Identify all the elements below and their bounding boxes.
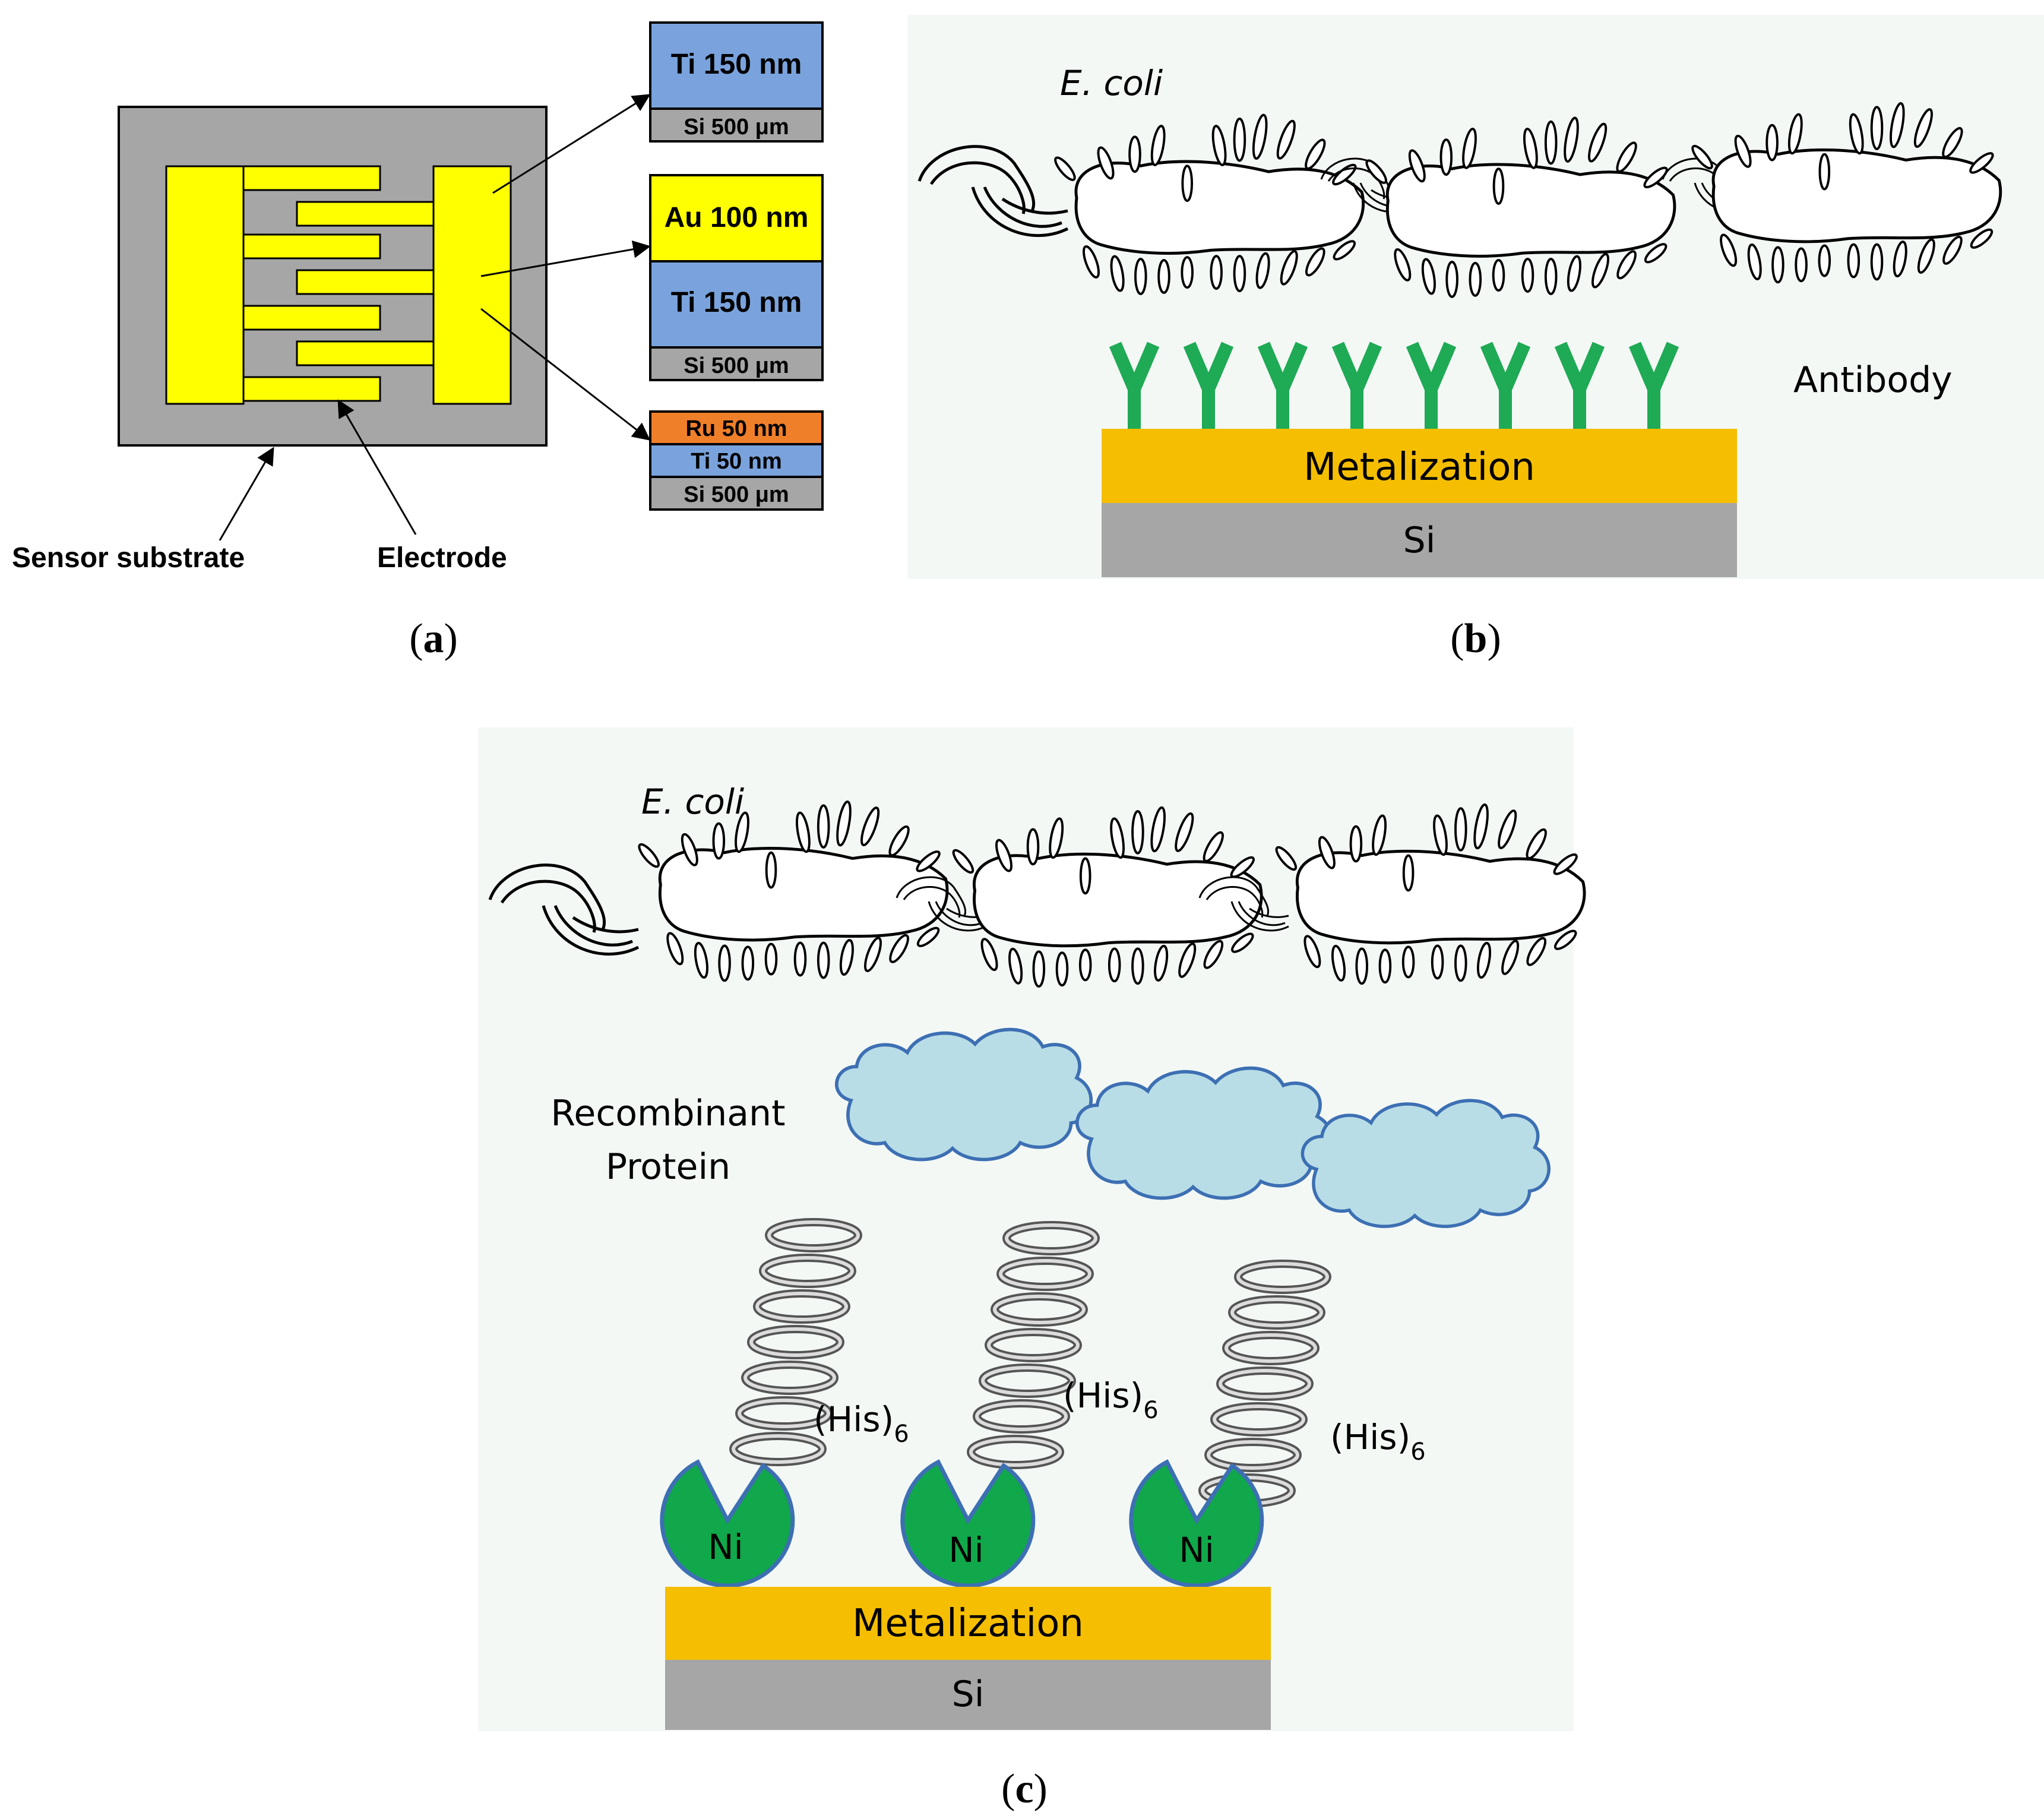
si-label-b: Si (1403, 520, 1436, 561)
metalization-label-c: Metalization (852, 1602, 1084, 1646)
sensor-substrate-label: Sensor substrate (12, 542, 245, 574)
metalization-label-b: Metalization (1303, 445, 1535, 489)
si-layer-c (665, 1660, 1271, 1730)
panel-b: E. coli Antibody Metalization Si (b) (907, 15, 2044, 662)
si-label-c: Si (952, 1674, 985, 1715)
stack-3-bottom-label: Si 500 μm (684, 482, 789, 507)
stack-1-top-label: Ti 150 nm (671, 49, 802, 80)
ni-label-1: Ni (708, 1527, 743, 1567)
caption-c: (c) (1001, 1766, 1048, 1812)
caption-a: (a) (409, 616, 458, 662)
electrode (165, 165, 512, 405)
protein-cloud (1302, 1100, 1549, 1226)
callout-arrows (219, 94, 651, 541)
his-label-2: (His)6 (1063, 1375, 1159, 1424)
stack-1-bottom-label: Si 500 μm (684, 115, 789, 140)
metalization-layer-b (1102, 429, 1737, 503)
stack-3-middle-label: Ti 50 nm (691, 449, 781, 474)
protein-cloud (1077, 1068, 1331, 1198)
stack-3-top-label: Ru 50 nm (685, 416, 787, 441)
protein-cloud (837, 1030, 1091, 1160)
his-label-3: (His)6 (1330, 1417, 1426, 1466)
protein-label-line2: Protein (606, 1146, 730, 1188)
layer-stack-2: Au 100 nm Ti 150 nm Si 500 μm (649, 174, 824, 381)
ni-label-2: Ni (948, 1530, 984, 1570)
caption-b: (b) (1450, 616, 1501, 662)
metalization-layer-c (665, 1587, 1271, 1660)
ecoli-label-c: E. coli (641, 782, 744, 822)
si-layer-b (1102, 503, 1737, 577)
layer-stack-1: Ti 150 nm Si 500 μm (649, 21, 824, 143)
stack-2-middle-label: Ti 150 nm (671, 287, 802, 318)
electrode-label: Electrode (377, 542, 507, 574)
ecoli-label-b: E. coli (1060, 63, 1163, 103)
ni-label-3: Ni (1179, 1530, 1214, 1570)
stack-2-top-label: Au 100 nm (665, 202, 809, 233)
protein-label-line1: Recombinant (550, 1093, 785, 1134)
layer-stack-3: Ru 50 nm Ti 50 nm Si 500 μm (649, 410, 824, 511)
antibody-label: Antibody (1793, 359, 1953, 401)
stack-2-bottom-label: Si 500 μm (684, 353, 789, 378)
panel-a: Ti 150 nm Si 500 μm Au 100 nm Ti 150 nm … (12, 21, 824, 662)
his-label-1: (His)6 (814, 1399, 909, 1448)
panel-c: E. coli Recombinant Protein (His)6 (His)… (478, 727, 1584, 1812)
